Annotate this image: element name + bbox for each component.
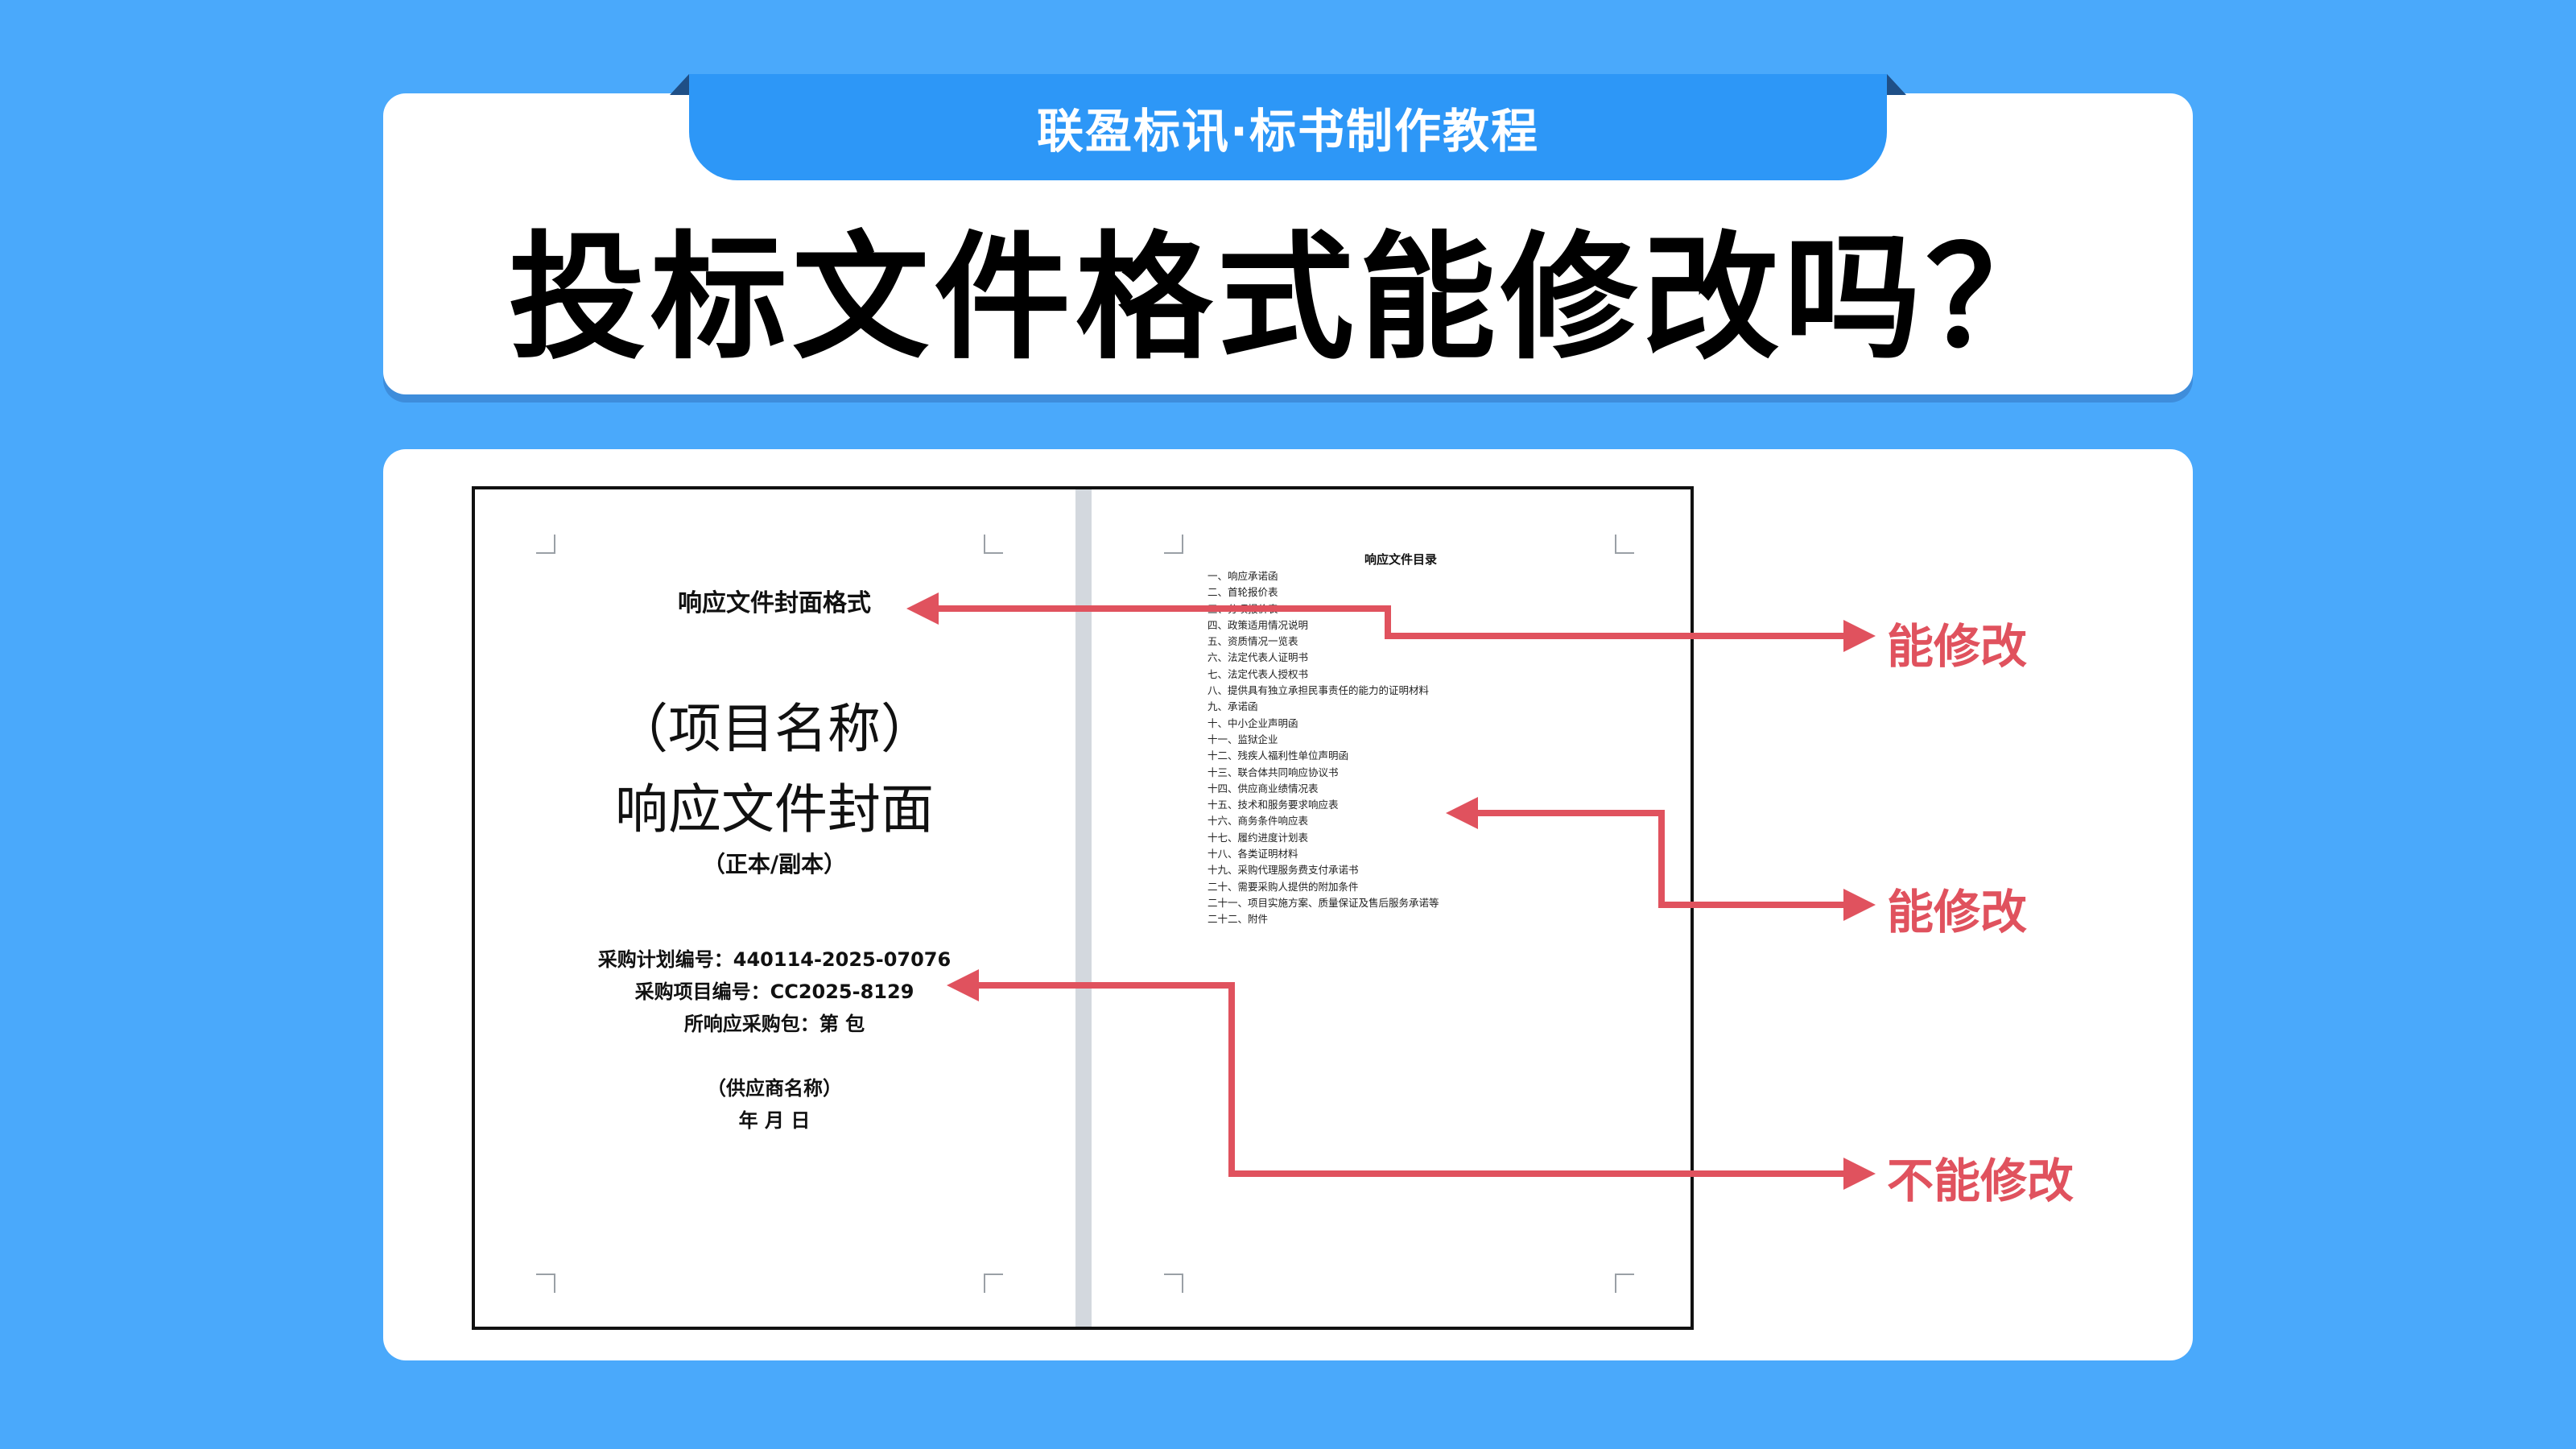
crop-mark xyxy=(984,535,1003,554)
cover-project-id: 采购项目编号：CC2025-8129 xyxy=(634,980,914,1003)
header-tab: 联盈标讯·标书制作教程 xyxy=(689,74,1887,180)
toc-item: 十五、技术和服务要求响应表 xyxy=(1208,799,1339,811)
label-can-modify: 能修改 xyxy=(1887,619,2028,674)
crop-mark xyxy=(1164,535,1183,554)
cover-plan-number: 采购计划编号：440114-2025-07076 xyxy=(597,948,952,971)
arrow-procurement-info xyxy=(947,969,1876,1190)
tutorial-series-label: 联盈标讯·标书制作教程 xyxy=(1036,104,1540,159)
page-title: 投标文件格式能修改吗？ xyxy=(508,219,2067,378)
toc-item: 十七、履约进度计划表 xyxy=(1208,831,1309,844)
tab-ear-right xyxy=(1887,74,1906,95)
crop-mark xyxy=(1615,535,1634,554)
cover-copy-type: （正本/副本） xyxy=(702,851,847,877)
toc-item: 二十、需要采购人提供的附加条件 xyxy=(1208,880,1359,893)
toc-item: 十一、监狱企业 xyxy=(1208,733,1278,745)
crop-mark xyxy=(536,535,555,554)
cover-package: 所响应采购包：第 包 xyxy=(683,1013,865,1035)
cover-date: 年 月 日 xyxy=(738,1109,811,1132)
toc-item: 九、承诺函 xyxy=(1208,700,1258,713)
toc-item: 二十二、附件 xyxy=(1208,913,1269,926)
toc-item: 一、响应承诺函 xyxy=(1208,570,1278,582)
crop-mark xyxy=(536,1274,555,1293)
toc-item: 十、中小企业声明函 xyxy=(1208,716,1298,729)
toc-item: 七、法定代表人授权书 xyxy=(1208,667,1309,680)
toc-item: 十二、残疾人福利性单位声明函 xyxy=(1208,749,1349,762)
crop-mark xyxy=(1164,1274,1183,1293)
cover-supplier: （供应商名称） xyxy=(707,1077,842,1100)
cover-project-name: （项目名称） xyxy=(615,698,934,760)
arrow-toc xyxy=(1446,797,1876,921)
toc-item: 十六、商务条件响应表 xyxy=(1208,815,1309,828)
toc-item: 八、提供具有独立承担民事责任的能力的证明材料 xyxy=(1208,684,1430,697)
toc-item: 十九、采购代理服务费支付承诺书 xyxy=(1208,864,1359,877)
label-cannot-modify: 不能修改 xyxy=(1887,1154,2074,1208)
arrow-format-heading xyxy=(906,592,1876,652)
toc-list: 一、响应承诺函 二、首轮报价表 三、分项报价表 四、政策适用情况说明 五、资质情… xyxy=(1208,568,1439,928)
label-can-modify: 能修改 xyxy=(1887,885,2028,939)
crop-mark xyxy=(1615,1274,1634,1293)
toc-item: 十八、各类证明材料 xyxy=(1208,848,1298,861)
cover-format-heading: 响应文件封面格式 xyxy=(678,589,871,617)
toc-item: 六、法定代表人证明书 xyxy=(1208,651,1309,664)
toc-item: 十三、联合体共同响应协议书 xyxy=(1208,766,1339,778)
toc-item: 二十一、项目实施方案、质量保证及售后服务承诺等 xyxy=(1208,896,1439,909)
tab-ear-left xyxy=(670,74,689,95)
toc-title: 响应文件目录 xyxy=(1364,552,1437,567)
crop-mark xyxy=(984,1274,1003,1293)
toc-item: 十四、供应商业绩情况表 xyxy=(1208,782,1319,795)
cover-title: 响应文件封面 xyxy=(615,778,934,840)
